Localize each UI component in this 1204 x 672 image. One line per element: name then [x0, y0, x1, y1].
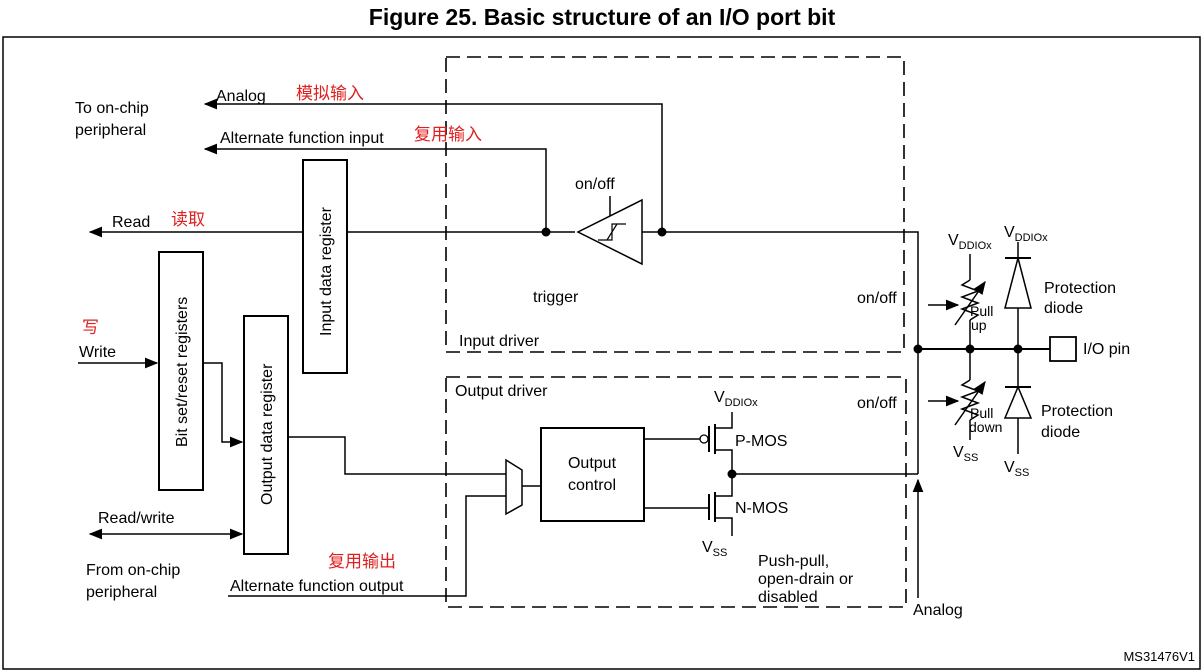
protection-diode-label: diode [1041, 424, 1080, 441]
pulldown-label: down [969, 419, 1002, 435]
trigger-label: trigger [533, 289, 579, 306]
analog-input-wire [203, 98, 663, 232]
protection-diode-label: diode [1044, 300, 1083, 317]
odr-to-mux-wire [288, 436, 506, 475]
alt-fn-input-wire [203, 143, 547, 232]
io-pin-label: I/O pin [1083, 341, 1130, 358]
input-trace-wire [642, 231, 919, 349]
read-label: Read [112, 214, 150, 231]
input-driver-label: Input driver [459, 333, 540, 350]
lower-diode [1003, 385, 1033, 419]
write-label: Write [79, 344, 116, 361]
output-control-label: control [568, 477, 616, 494]
output-driver-label: Output driver [455, 383, 548, 400]
nmos-drain [715, 474, 733, 497]
analog-input-label: Analog [216, 88, 266, 105]
junction-dot [913, 344, 923, 354]
write-cn-label: 写 [82, 318, 99, 338]
output-data-register-box [243, 315, 289, 555]
figure-frame [2, 36, 1201, 670]
alt-fn-input-label: Alternate function input [220, 130, 384, 147]
vss-pulldown-label: VSS [953, 444, 978, 464]
bit-set-reset-box [158, 251, 204, 491]
analog-output-label: Analog [913, 602, 963, 619]
protection-diode-label: Protection [1044, 280, 1116, 297]
vddiox-pullup-label: VDDIOx [948, 232, 992, 252]
figure-title: Figure 25. Basic structure of an I/O por… [368, 4, 836, 30]
output-control-box [540, 427, 645, 522]
alt-fn-output-label: Alternate function output [230, 578, 404, 595]
pulldown-label: Pull [970, 405, 993, 421]
pullup-adjust-arrow [954, 280, 986, 326]
io-pin-box [1049, 336, 1077, 362]
output-driver-box [445, 376, 907, 608]
junction-dot [541, 227, 551, 237]
figure-id-code: MS31476V1 [1123, 649, 1195, 664]
pulldown-resistor [959, 379, 981, 421]
pulldown-onoff-label: on/off [857, 395, 897, 412]
analog-input-cn-label: 模拟输入 [296, 84, 364, 104]
junction-dot [657, 227, 667, 237]
output-control-label: Output [568, 455, 617, 472]
alt-fn-input-cn-label: 复用输入 [414, 125, 482, 145]
upper-diode [1004, 255, 1032, 309]
pullup-label: up [971, 317, 987, 333]
pmos-source-drain [715, 412, 733, 429]
trigger-onoff-label: on/off [575, 176, 615, 193]
nmos-label: N-MOS [735, 500, 788, 517]
output-data-register-label: Output data register [259, 363, 276, 505]
from-onchip-label: From on-chip [86, 562, 180, 579]
output-mux [505, 458, 523, 516]
from-onchip-label: peripheral [86, 584, 157, 601]
vss-label: VSS [702, 539, 727, 559]
pmos-drain [715, 449, 733, 474]
hysteresis-icon [598, 223, 626, 241]
protection-diode-label: Protection [1041, 403, 1113, 420]
read-cn-label: 读取 [171, 210, 205, 230]
alt-fn-output-cn-label: 复用输出 [328, 552, 396, 572]
pulldown-adjust-arrow [954, 380, 986, 426]
to-onchip-label: peripheral [75, 122, 146, 139]
push-pull-label: disabled [758, 589, 818, 606]
io-port-bit-diagram: Input data register Bit set/reset regist… [2, 36, 1201, 670]
vss-diode-label: VSS [1004, 459, 1029, 479]
push-pull-label: Push-pull, [758, 553, 829, 570]
pullup-label: Pull [970, 303, 993, 319]
vddiox-label: VDDIOx [714, 389, 758, 409]
pullup-onoff-label: on/off [857, 290, 897, 307]
push-pull-label: open-drain or [758, 571, 854, 588]
pullup-resistor [959, 279, 981, 321]
input-data-register-box [302, 159, 348, 374]
bit-set-reset-label: Bit set/reset registers [174, 297, 191, 447]
input-data-register-label: Input data register [318, 206, 335, 336]
pmos-bubble [699, 434, 709, 444]
bsr-to-odr-wire [203, 362, 244, 448]
vddiox-diode-label: VDDIOx [1004, 224, 1048, 244]
input-driver-box [445, 56, 905, 353]
nmos-source [715, 517, 733, 536]
read-write-label: Read/write [98, 510, 175, 527]
alt-fn-output-wire [228, 495, 506, 597]
to-onchip-label: To on-chip [75, 100, 149, 117]
pmos-label: P-MOS [735, 433, 787, 450]
